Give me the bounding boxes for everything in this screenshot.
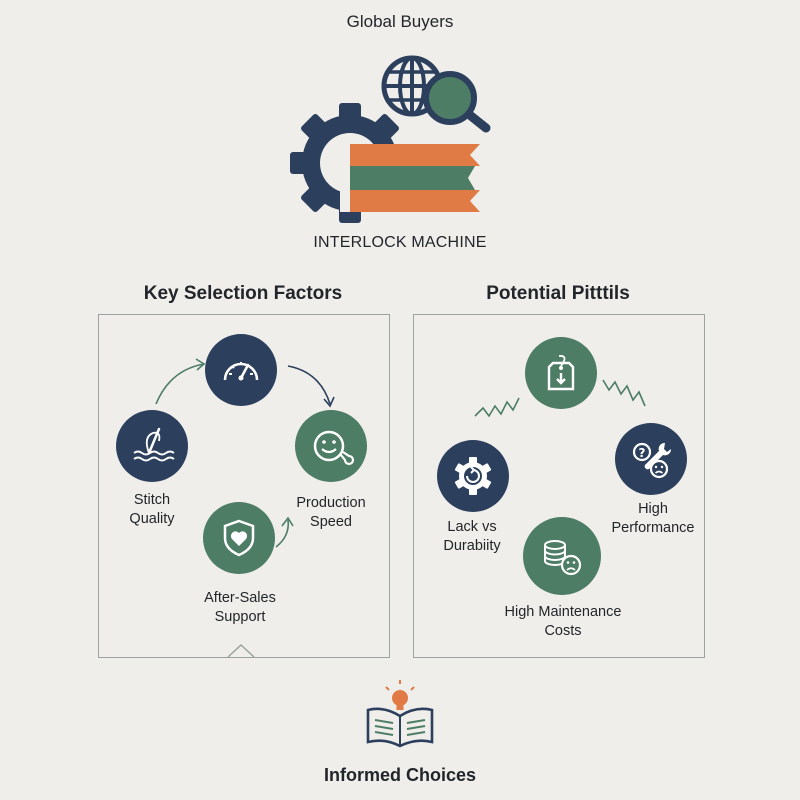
after-sales-node	[203, 502, 275, 574]
machine-label: INTERLOCK MACHINE	[313, 234, 487, 251]
magnifier-icon	[423, 71, 491, 133]
svg-text:?: ?	[639, 446, 646, 460]
coins-sad-icon	[544, 540, 582, 576]
after-sales-label: After-Sales Support	[204, 590, 276, 625]
production-speed-node	[295, 410, 367, 482]
gear-refresh-icon	[454, 457, 492, 495]
zigzag-connectors	[474, 379, 646, 418]
needle-thread-icon	[133, 427, 175, 462]
durability-node	[437, 440, 509, 512]
maintenance-costs-node	[523, 517, 601, 595]
heart-shield-icon	[223, 519, 255, 557]
high-performance-node: ?	[615, 423, 687, 495]
key-factors-title: Key Selection Factors	[143, 283, 343, 304]
speedometer-node	[205, 334, 277, 406]
book-lightbulb-icon	[366, 680, 434, 748]
pitfalls-title: Potential Pitttils	[486, 283, 630, 304]
stitch-quality-label: Stitch Quality	[129, 492, 175, 527]
key-factors-panel	[98, 314, 390, 658]
maintenance-costs-label: High Maintenance Costs	[504, 604, 622, 639]
footer-title: Informed Choices	[323, 765, 477, 785]
price-tag-node	[525, 337, 597, 409]
flag-bars-icon	[340, 144, 480, 212]
interlock-machine-illustration	[290, 55, 491, 223]
panel-notch	[227, 643, 255, 658]
production-speed-label: Production Speed	[296, 495, 366, 530]
top-title: Global Buyers	[346, 12, 454, 31]
price-tag-down-icon	[547, 355, 575, 391]
pitfalls-panel	[413, 314, 705, 658]
high-performance-label: High Performance	[611, 501, 695, 536]
durability-label: Lack vs Durabiity	[443, 519, 501, 554]
question-wrench-sad-icon: ?	[632, 442, 672, 479]
stitch-quality-node	[116, 410, 188, 482]
smiley-wrench-icon	[313, 430, 355, 466]
cycle-arrows	[155, 358, 335, 548]
speedometer-icon	[223, 362, 259, 381]
